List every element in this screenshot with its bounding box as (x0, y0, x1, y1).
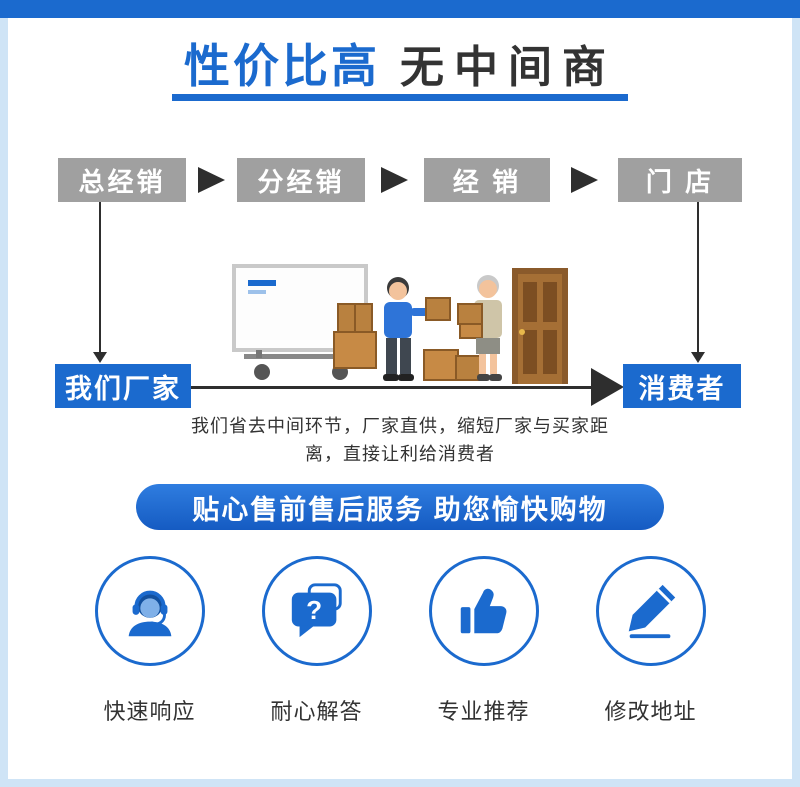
service-banner: 贴心售前售后服务 助您愉快购物 (136, 484, 664, 530)
title-highlight: 性价比高 (184, 40, 380, 92)
thumbs-up-icon (428, 556, 539, 666)
factory-node: 我们厂家 (55, 364, 191, 408)
service-items-row: 快速响应 ? 耐心解答 专业推荐 (66, 556, 734, 726)
down-arrow-icon (691, 352, 705, 363)
service-label: 修改地址 (604, 699, 697, 724)
page-right-border (792, 18, 800, 787)
service-label: 专业推荐 (437, 699, 530, 724)
flow-right-arrow-icon (198, 167, 225, 193)
flow-node-general-distributor: 总经销 (58, 158, 186, 202)
flow-caption: 我们省去中间环节，厂家直供，缩短厂家与买家距 离，直接让利给消费者 (0, 412, 800, 468)
flow-node-sub-distributor: 分经销 (237, 158, 365, 202)
flow-caption-line-1: 我们省去中间环节，厂家直供，缩短厂家与买家距 (191, 416, 609, 436)
factory-to-consumer-line (191, 386, 595, 389)
service-item-patient-answers: ? 耐心解答 (233, 556, 400, 726)
service-item-change-address: 修改地址 (567, 556, 734, 726)
flow-caption-line-2: 离，直接让利给消费者 (305, 444, 495, 464)
service-item-expert-recommendation: 专业推荐 (400, 556, 567, 726)
top-accent-bar (0, 0, 800, 18)
flow-node-dealer: 经 销 (424, 158, 550, 202)
flow-connector-left-line (99, 202, 101, 353)
flow-right-arrow-icon (571, 167, 598, 193)
delivery-scene-graphic (232, 264, 568, 384)
service-label: 耐心解答 (270, 699, 363, 724)
question-speech-bubble-icon: ? (261, 556, 372, 666)
consumer-node: 消费者 (623, 364, 741, 408)
factory-direct-delivery-illustration (226, 250, 574, 395)
page-left-border (0, 18, 8, 787)
service-item-fast-response: 快速响应 (66, 556, 233, 726)
flow-connector-right-line (697, 202, 699, 353)
customer-service-headset-icon (94, 556, 205, 666)
page-bottom-border (0, 779, 800, 787)
title-underline (172, 94, 628, 101)
edit-pencil-icon (595, 556, 706, 666)
service-label: 快速响应 (103, 699, 196, 724)
down-arrow-icon (93, 352, 107, 363)
big-right-arrow-icon (591, 368, 624, 406)
title-rest: 无中间商 (400, 43, 616, 92)
svg-text:?: ? (306, 595, 322, 625)
page-header: 性价比高无中间商 (0, 30, 800, 96)
flow-node-store: 门 店 (618, 158, 742, 202)
flow-right-arrow-icon (381, 167, 408, 193)
